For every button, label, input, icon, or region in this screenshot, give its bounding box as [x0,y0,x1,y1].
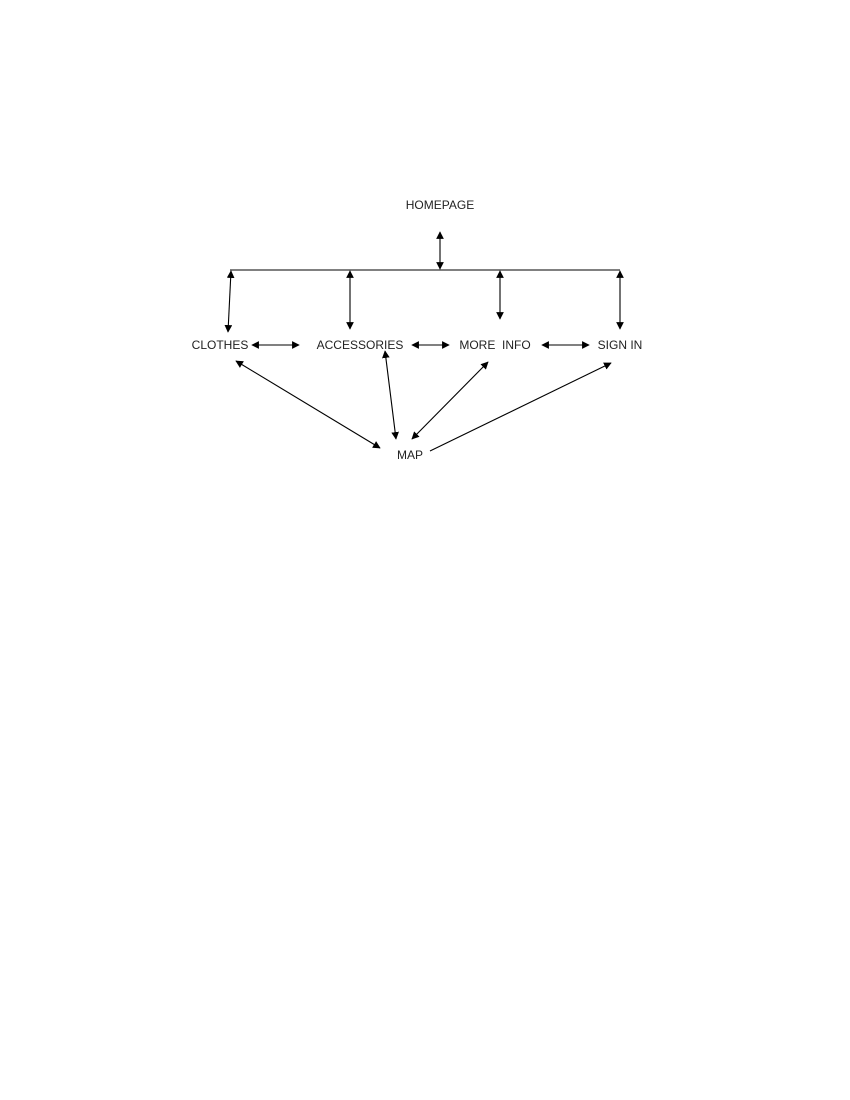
edge-accessories-map [382,350,399,440]
edge-bus-clothes [224,270,235,333]
edge-clothes-map [235,360,381,449]
node-more-info: MORE INFO [459,338,530,352]
node-sign-in: SIGN IN [598,338,643,352]
node-map: MAP [397,448,423,462]
node-homepage: HOMEPAGE [406,198,474,212]
edge-more-info-map [411,361,489,440]
node-accessories: ACCESSORIES [317,338,404,352]
edge-map-sign-in [429,362,612,452]
node-clothes: CLOTHES [192,338,249,352]
